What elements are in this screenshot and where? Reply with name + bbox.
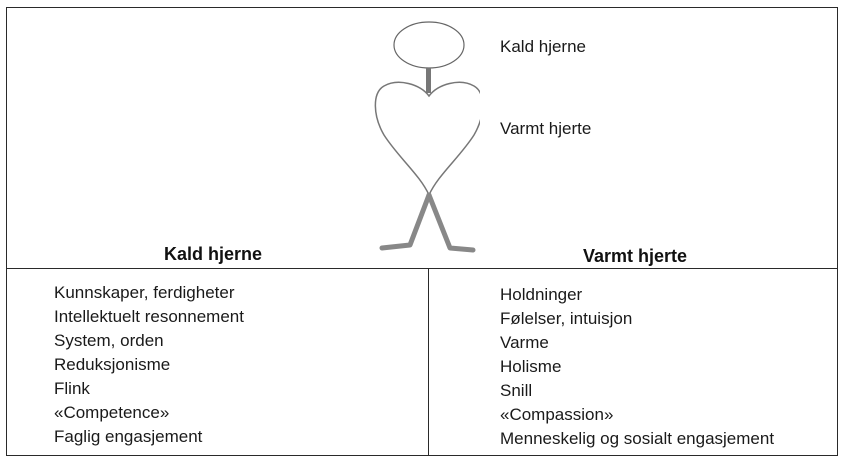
list-item: Faglig engasjement (54, 425, 244, 449)
list-item: Holisme (500, 355, 774, 379)
left-leg (382, 195, 429, 248)
neck-line (426, 68, 431, 93)
left-column-list: Kunnskaper, ferdigheter Intellektuelt re… (54, 281, 244, 449)
right-column-heading: Varmt hjerte (583, 246, 687, 267)
list-item: Snill (500, 379, 774, 403)
list-item: Reduksjonisme (54, 353, 244, 377)
list-item: «Compassion» (500, 403, 774, 427)
list-item: Følelser, intuisjon (500, 307, 774, 331)
left-column-heading: Kald hjerne (164, 244, 262, 265)
stick-figure-illustration (370, 20, 480, 265)
list-item: Intellektuelt resonnement (54, 305, 244, 329)
list-item: Kunnskaper, ferdigheter (54, 281, 244, 305)
list-item: Flink (54, 377, 244, 401)
list-item: «Competence» (54, 401, 244, 425)
right-leg (429, 195, 473, 250)
list-item: Varme (500, 331, 774, 355)
list-item: Holdninger (500, 283, 774, 307)
list-item: System, orden (54, 329, 244, 353)
heart-label: Varmt hjerte (500, 119, 591, 139)
heart-body (375, 82, 480, 195)
head-circle (394, 22, 464, 68)
header-divider (6, 268, 838, 269)
column-divider (428, 268, 429, 456)
list-item: Menneskelig og sosialt engasjement (500, 427, 774, 451)
head-label: Kald hjerne (500, 37, 586, 57)
right-column-list: Holdninger Følelser, intuisjon Varme Hol… (500, 283, 774, 451)
